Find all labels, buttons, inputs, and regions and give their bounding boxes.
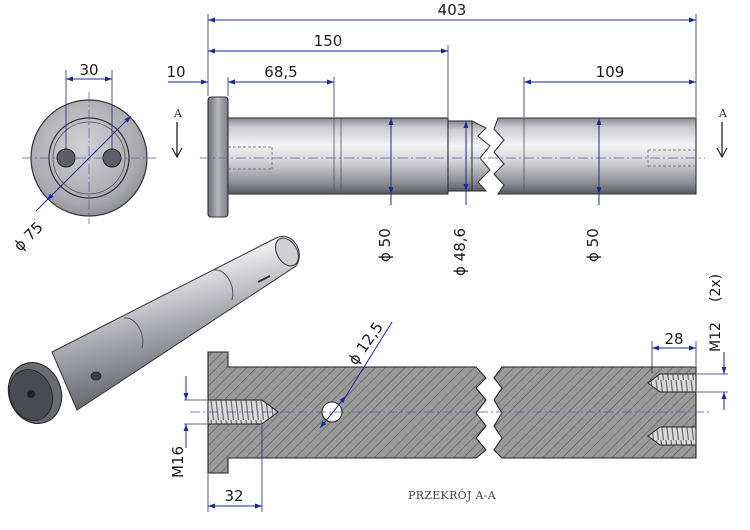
right-thread-label: M12 [708,322,724,352]
right-thread-lower [647,426,697,446]
flange-diameter-label: ϕ 75 [10,218,47,255]
right-thread-count-label: (2x) [708,274,724,302]
end-view: 30 ϕ 75 [10,61,156,255]
flange-body [207,96,229,218]
iso-cross-hole [90,371,102,381]
section-caption: PRZEKRÓJ A-A [408,488,497,502]
shaft-diameter-1-label: ϕ 50 [376,228,394,262]
shaft-left-segment [227,117,449,195]
bolt-spacing-label: 30 [79,61,98,79]
left-thread-bore [207,399,279,425]
shaft-right-segment [493,117,697,195]
overall-length-label: 403 [438,1,467,19]
section-marker-right: A [718,107,728,120]
groove-segment [447,120,473,192]
shaft-diameter-2-label: ϕ 50 [584,228,602,262]
groove-diameter-label: ϕ 48,6 [451,228,469,276]
cross-hole-dimension [319,395,347,429]
iso-shaft-body [51,235,300,411]
side-view: A A 403 150 [166,1,728,276]
isometric-view [7,235,300,424]
right-thread-upper [647,373,697,393]
section-left-body [207,351,487,474]
right-thread-depth-label: 28 [664,330,683,348]
length-109-label: 109 [596,63,625,81]
left-thread-depth-label: 32 [224,487,243,505]
flange-diameter-dimension [46,115,132,201]
iso-center-hole [27,390,35,398]
cross-hole-label: ϕ 12,5 [345,319,387,369]
length-150-label: 150 [314,32,343,50]
left-thread-label: M16 [169,446,187,478]
section-marker-left: A [173,107,183,120]
length-68-5-label: 68,5 [264,63,297,81]
flange-thickness-label: 10 [166,63,185,81]
section-view: ϕ 12,5 M16 32 28 M12 (2x) PRZEKRÓJ A-A [169,274,728,512]
